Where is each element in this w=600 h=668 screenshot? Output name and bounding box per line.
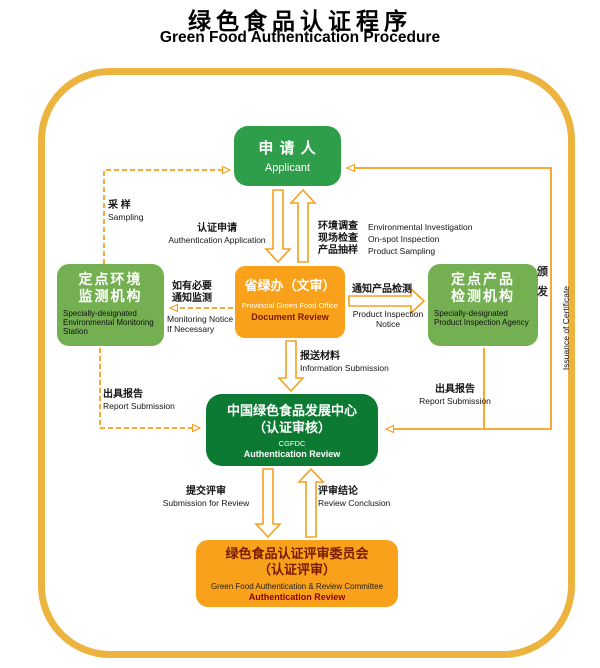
label-product-notice-zh-text: 通知产品检测 (352, 284, 412, 295)
label-issuance-zh-char1: 颁 (537, 266, 548, 278)
committee-en-name: Green Food Authentication & Review Commi… (210, 582, 384, 591)
label-monitoring-notice-en-line1: Monitoring Notice (167, 314, 234, 324)
node-provincial-green-food-office: 省绿办（文审） Provincial Green Food Office Doc… (235, 266, 345, 338)
label-report-right-en: Report Submission (419, 396, 491, 406)
label-env-investigation-zh: 环境调查 (318, 221, 358, 232)
cgfdc-zh-line2: （认证审核） (252, 420, 331, 435)
label-issuance-zh: 颁 发 (537, 262, 548, 302)
applicant-name-en: Applicant (264, 162, 311, 174)
page-title-en: Green Food Authentication Procedure (159, 29, 441, 46)
label-env-investigation-en: Environmental Investigation (368, 222, 473, 232)
label-product-notice-en-line1: Product Inspection (352, 309, 424, 319)
provincial-office-en-role: Document Review (251, 312, 329, 322)
label-report-submission-right: 出具报告 Report Submission (414, 384, 496, 406)
label-info-submission-en: Information Submission (300, 363, 389, 373)
label-information-submission: 报送材料 Information Submission (300, 351, 389, 373)
provincial-office-zh: 省绿办（文审） (244, 278, 336, 293)
label-onspot-inspection-zh: 现场检查 (318, 233, 358, 244)
page-title-zh: 绿色食品认证程序 (188, 8, 412, 34)
label-issuance-zh-char2: 发 (537, 286, 548, 298)
label-product-notice-zh: 通知产品检测 (352, 284, 412, 296)
label-review-conclusion: 评审结论 Review Conclusion (318, 486, 390, 508)
product-agency-zh-line2: 检测机构 (451, 288, 515, 304)
committee-en-role: Authentication Review (248, 592, 346, 602)
label-product-notice-en: Product Inspection Notice (350, 309, 426, 329)
cgfdc-en-role: Authentication Review (243, 449, 341, 459)
label-issuance-en: Issuance of Certificate (561, 285, 571, 371)
label-auth-application-en: Authentication Application (168, 235, 266, 245)
node-environmental-monitoring-station: 定点环境 监测机构 Specially-designated Environme… (57, 264, 164, 346)
label-monitoring-notice-zh-line2: 通知监测 (172, 293, 212, 304)
label-onspot-inspection-en: On-spot Inspection (368, 234, 440, 244)
label-report-submission-left: 出具报告 Report Submission (103, 389, 175, 411)
label-sampling: 采 样 Sampling (108, 200, 143, 222)
label-auth-application-zh: 认证申请 (197, 223, 237, 234)
label-sampling-zh: 采 样 (108, 200, 131, 211)
label-monitoring-notice-en: Monitoring Notice If Necessary (167, 314, 233, 334)
applicant-name-zh: 申 请 人 (258, 140, 317, 157)
node-product-inspection-agency: 定点产品 检测机构 Specially-designated Product I… (428, 264, 538, 346)
label-review-conclusion-zh: 评审结论 (318, 486, 358, 497)
committee-zh-line1: 绿色食品认证评审委员会 (225, 546, 369, 561)
node-review-committee: 绿色食品认证评审委员会 （认证评审） Green Food Authentica… (196, 540, 398, 607)
cgfdc-zh-line1: 中国绿色食品发展中心 (226, 403, 357, 418)
label-onspot-inspection: 现场检查 On-spot Inspection (318, 233, 472, 245)
provincial-office-en-name: Provincial Green Food Office (241, 301, 339, 310)
node-applicant: 申 请 人 Applicant (234, 126, 341, 186)
label-submission-for-review: 提交评审 Submission for Review (156, 486, 256, 508)
label-authentication-application: 认证申请 Authentication Application (163, 223, 271, 245)
env-station-zh-line2: 监测机构 (78, 288, 143, 304)
product-agency-en: Specially-designated Product Inspection … (434, 309, 529, 327)
label-product-sampling-zh: 产品抽样 (318, 245, 358, 256)
label-monitoring-notice-zh-line1: 如有必要 (172, 281, 212, 292)
label-inspection-group: 环境调查 Environmental Investigation 现场检查 On… (318, 221, 472, 257)
label-submission-review-zh: 提交评审 (186, 486, 226, 497)
label-monitoring-notice-en-line2: If Necessary (167, 324, 215, 334)
label-monitoring-notice-zh: 如有必要 通知监测 (172, 281, 212, 305)
env-station-zh-line1: 定点环境 (78, 271, 143, 287)
label-product-sampling: 产品抽样 Product Sampling (318, 245, 472, 257)
label-info-submission-zh: 报送材料 (300, 351, 340, 362)
cgfdc-en-name: CGFDC (278, 439, 306, 448)
node-cgfdc: 中国绿色食品发展中心 （认证审核） CGFDC Authentication R… (206, 394, 378, 466)
label-env-investigation: 环境调查 Environmental Investigation (318, 221, 472, 233)
label-submission-review-en: Submission for Review (162, 498, 250, 508)
env-station-en: Specially-designated Environmental Monit… (63, 309, 154, 336)
label-report-right-zh: 出具报告 (435, 384, 475, 395)
product-agency-zh-line1: 定点产品 (451, 271, 515, 287)
label-report-left-en: Report Submission (103, 401, 175, 411)
label-sampling-en: Sampling (108, 212, 144, 222)
label-review-conclusion-en: Review Conclusion (318, 498, 391, 508)
label-report-left-zh: 出具报告 (103, 389, 143, 400)
diagram-frame (38, 68, 575, 658)
label-product-sampling-en: Product Sampling (368, 246, 436, 256)
committee-zh-line2: （认证评审） (257, 562, 336, 577)
label-product-notice-en-line2: Notice (375, 319, 401, 329)
